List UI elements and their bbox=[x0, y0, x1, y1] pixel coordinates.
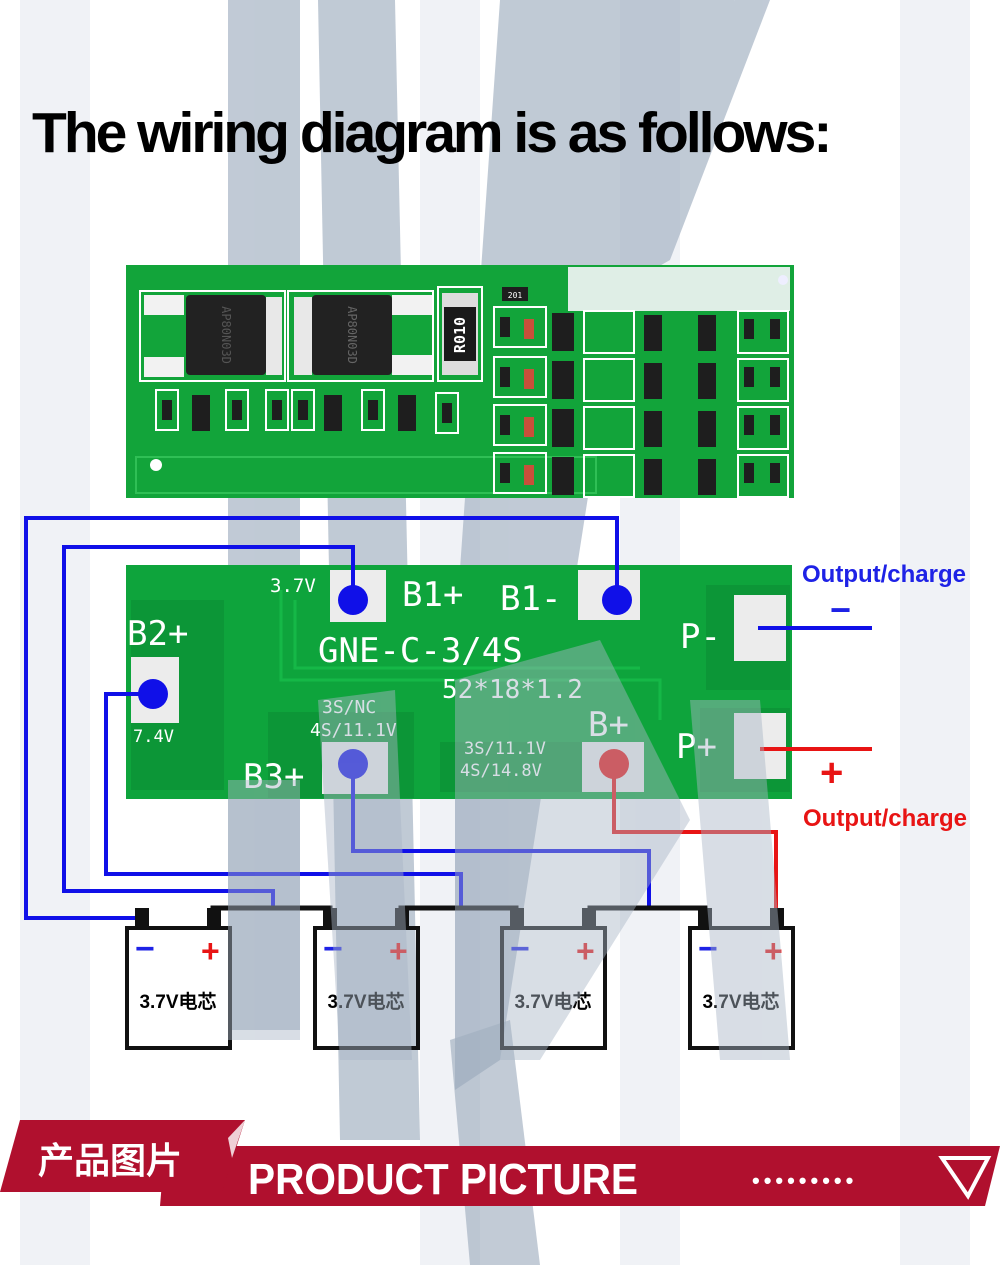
svg-text:AP80N03D: AP80N03D bbox=[219, 306, 233, 364]
svg-text:201: 201 bbox=[508, 291, 523, 300]
wiring-diagram: 3.7V B1+ B1- B2+ 7.4V GNE-C-3/4S 52*18*1… bbox=[24, 516, 967, 1060]
svg-text:+: + bbox=[201, 933, 220, 969]
svg-text:B1+: B1+ bbox=[402, 575, 463, 615]
output-negative-sign: − bbox=[830, 589, 851, 630]
connection-dot-b1-plus bbox=[338, 585, 368, 615]
product-picture-banner: 产品图片 PRODUCT PICTURE ••••••••• bbox=[0, 1120, 1000, 1206]
output-positive-sign: + bbox=[820, 751, 843, 795]
page-title: The wiring diagram is as follows: bbox=[32, 101, 832, 165]
battery-cell: − + 3.7V电芯 bbox=[125, 908, 232, 1050]
banner-dots: ••••••••• bbox=[752, 1168, 857, 1193]
shunt-resistor: R010 bbox=[437, 286, 483, 382]
connection-dot-b1-minus bbox=[602, 585, 632, 615]
svg-text:AP80N03D: AP80N03D bbox=[345, 306, 359, 364]
banner-cn-label: 产品图片 bbox=[38, 1140, 182, 1181]
pcb-board-photo: AP80N03D AP80N03D R010 bbox=[126, 265, 794, 498]
output-positive-label: Output/charge bbox=[803, 805, 967, 832]
svg-text:P-: P- bbox=[680, 617, 721, 657]
svg-text:R010: R010 bbox=[451, 317, 469, 353]
banner-en-label: PRODUCT PICTURE bbox=[248, 1155, 638, 1204]
svg-text:−: − bbox=[135, 930, 155, 968]
svg-text:3.7V电芯: 3.7V电芯 bbox=[139, 990, 216, 1013]
connection-dot-b2-plus bbox=[138, 679, 168, 709]
svg-text:B2+: B2+ bbox=[127, 614, 188, 654]
svg-text:B1-: B1- bbox=[500, 579, 561, 619]
svg-text:+: + bbox=[764, 933, 783, 969]
output-negative-label: Output/charge bbox=[802, 561, 966, 588]
svg-text:3.7V: 3.7V bbox=[270, 575, 316, 597]
svg-text:GNE-C-3/4S: GNE-C-3/4S bbox=[318, 631, 523, 671]
pad-p-plus bbox=[734, 713, 786, 779]
svg-text:7.4V: 7.4V bbox=[133, 727, 174, 747]
